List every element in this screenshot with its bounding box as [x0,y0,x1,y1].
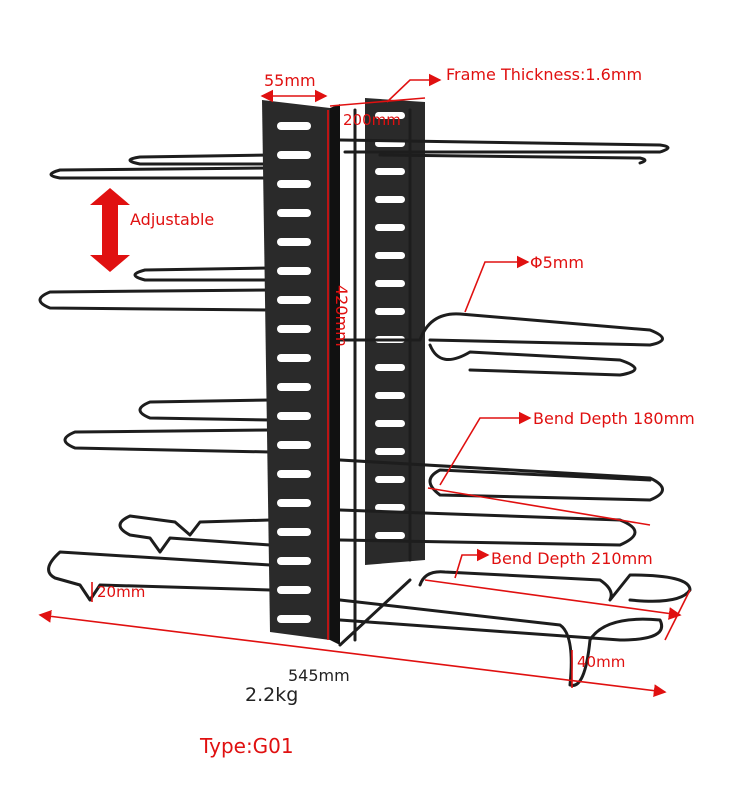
slot [277,122,311,130]
weight-label: 2.2kg [245,684,298,706]
slot [277,325,311,333]
slot [375,476,405,483]
slot [375,532,405,539]
slot [277,383,311,391]
slot [277,470,311,478]
slot [375,168,405,175]
slot [277,412,311,420]
slot [277,615,311,623]
type-label: Type:G01 [199,734,294,758]
height-label: 420mm [332,285,351,347]
slot [375,112,405,119]
slot [375,420,405,427]
slot [277,557,311,565]
dimension-lines [38,73,691,697]
length-label: 545mm [288,666,350,685]
slot [375,252,405,259]
slot [277,441,311,449]
depth-label: 200mm [343,111,401,129]
slot [375,392,405,399]
slot [375,308,405,315]
bend-depth-180-label: Bend Depth 180mm [533,409,695,428]
frame-thickness-label: Frame Thickness:1.6mm [446,65,642,84]
back-panel [365,98,425,565]
slot [277,180,311,188]
slot [375,196,405,203]
bend-40-label: 40mm [577,653,625,671]
slot [277,296,311,304]
left-shelves [38,153,272,602]
slot [375,364,405,371]
wire-diameter-label: Φ5mm [530,253,584,272]
slot [375,448,405,455]
slot [277,354,311,362]
slot [375,504,405,511]
panel-width-label: 55mm [264,71,316,90]
slot [277,209,311,217]
slot [277,586,311,594]
bend-20-label: 20mm [97,583,145,601]
slot [277,238,311,246]
slot [277,151,311,159]
slot [277,499,311,507]
slot [375,224,405,231]
front-panel [262,100,340,645]
slot [375,280,405,287]
bend-depth-210-label: Bend Depth 210mm [491,549,653,568]
slot [277,528,311,536]
slot [277,267,311,275]
adjustable-label: Adjustable [130,210,214,229]
